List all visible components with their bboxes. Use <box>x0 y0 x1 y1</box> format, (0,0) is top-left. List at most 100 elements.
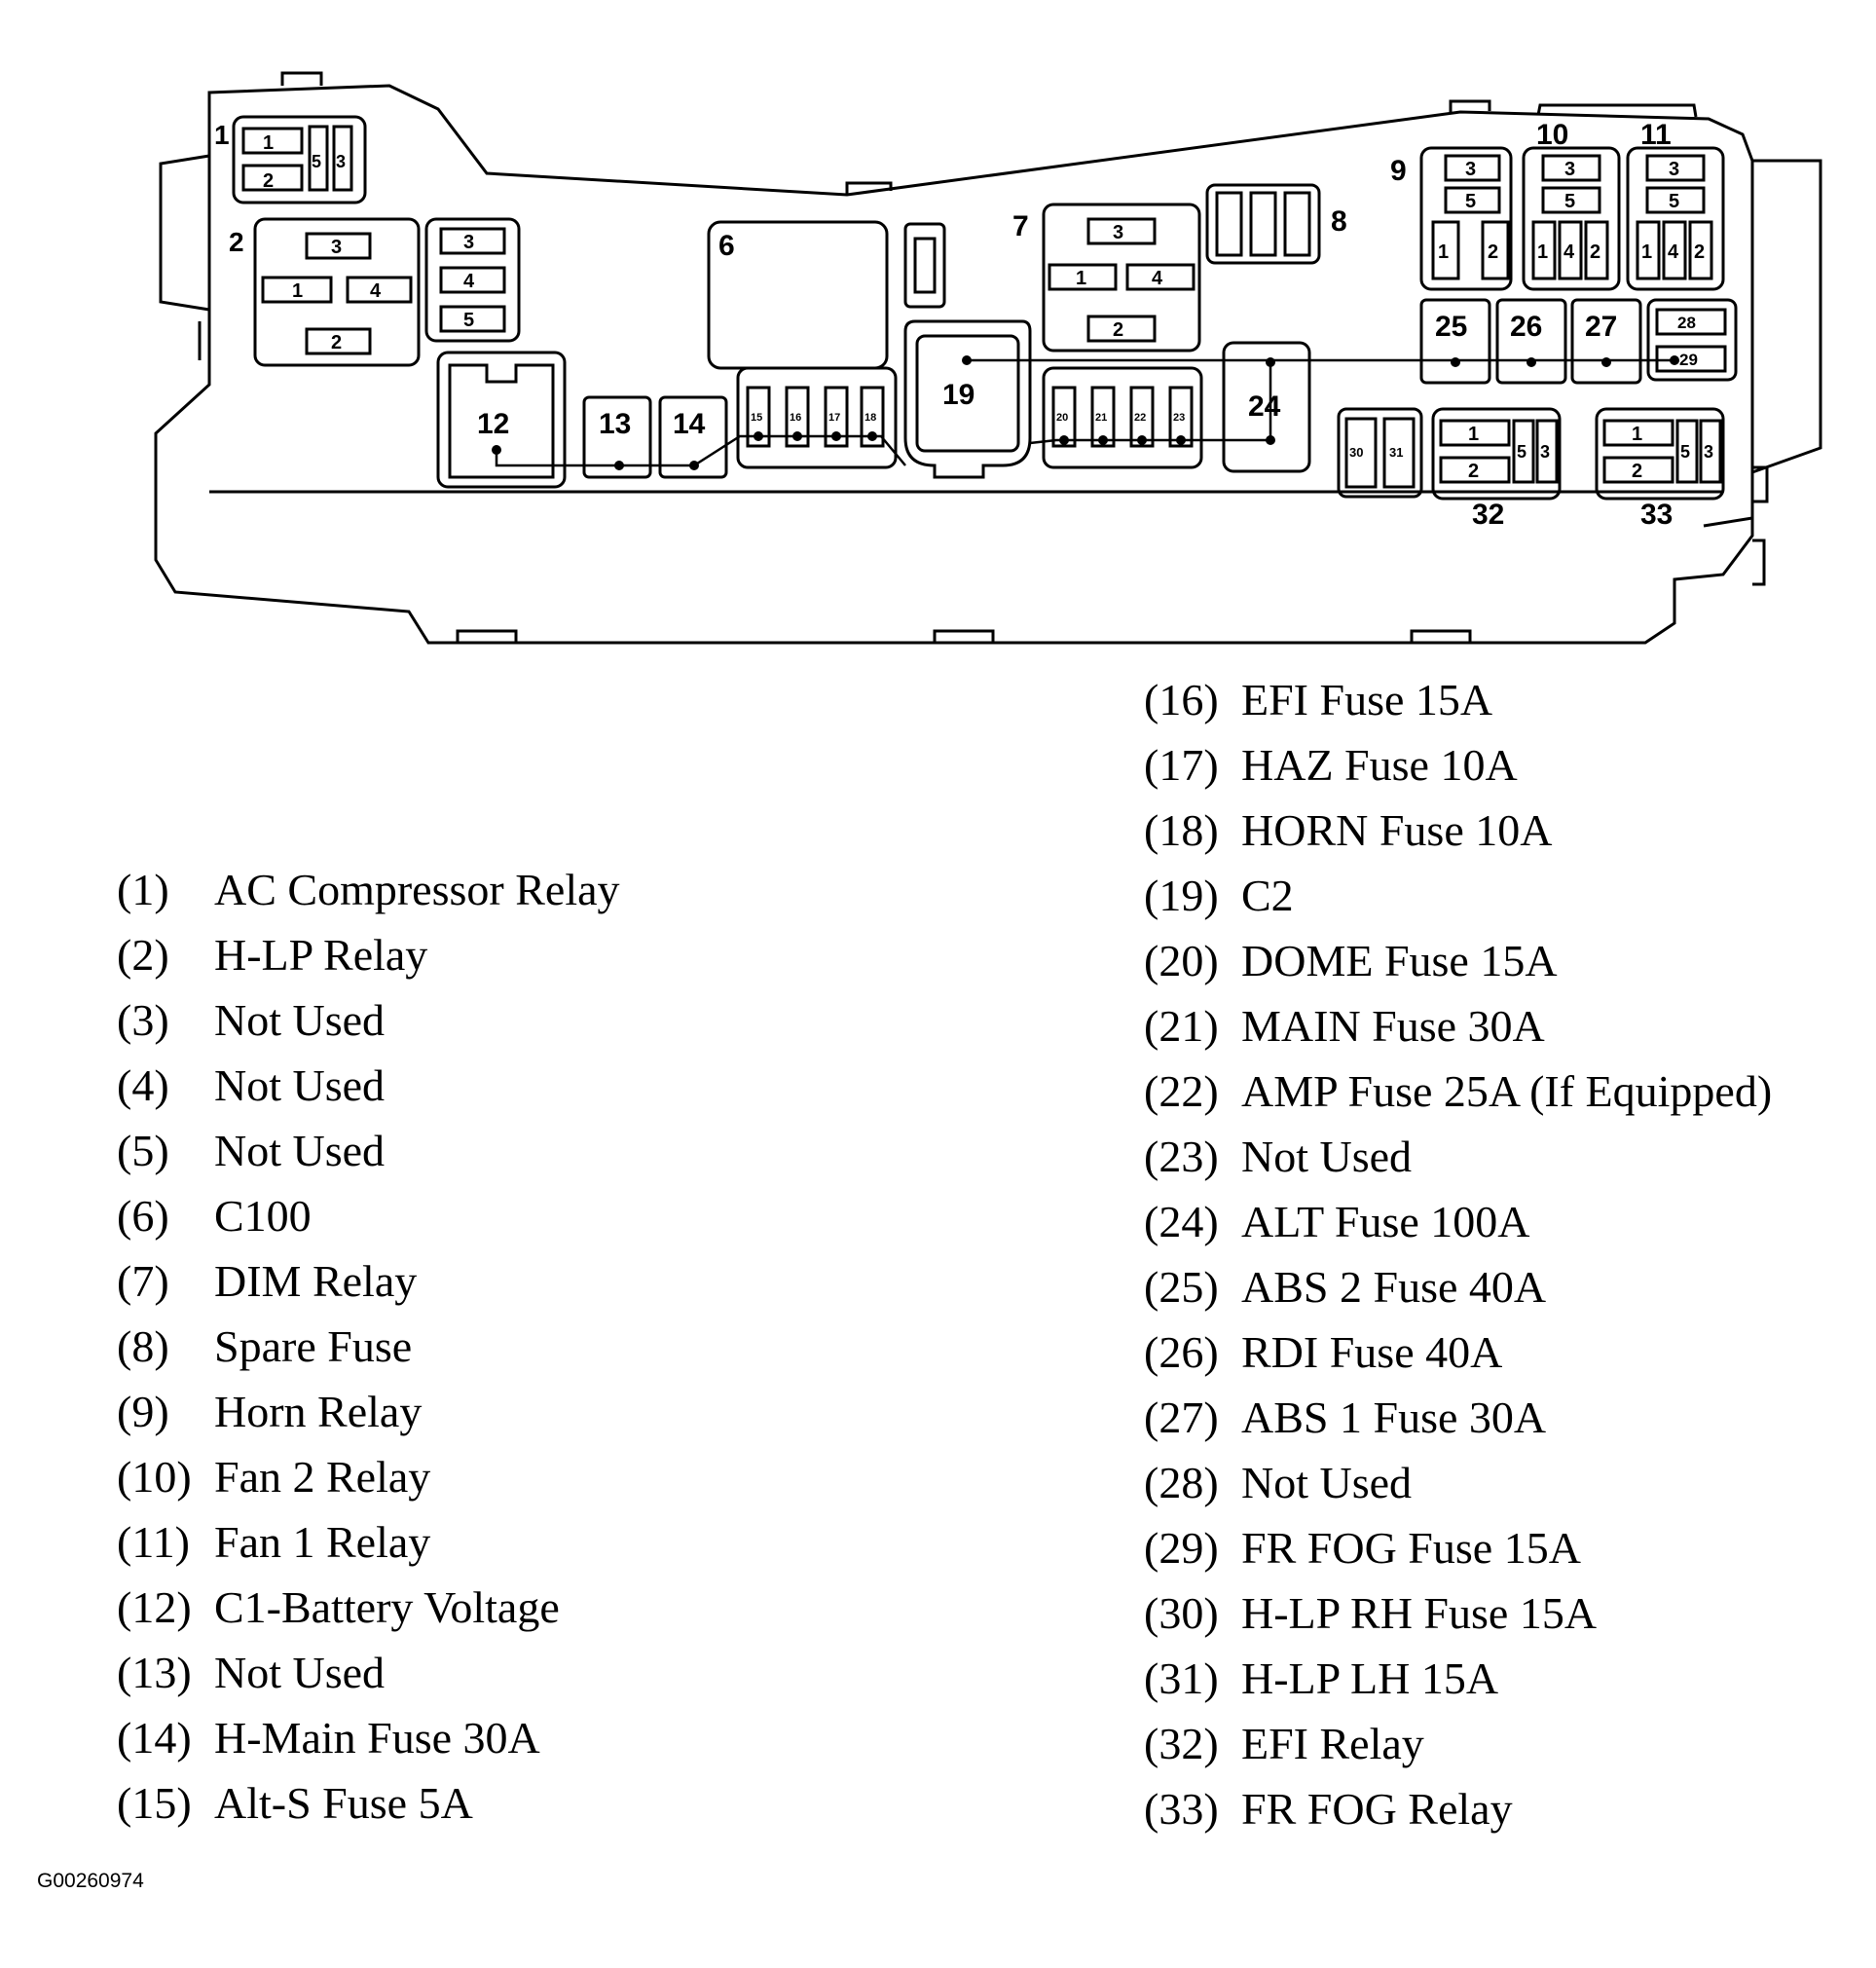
legend-number: (6) <box>117 1191 169 1241</box>
svg-text:2: 2 <box>1113 319 1123 341</box>
legend-label: EFI Relay <box>1241 1719 1424 1768</box>
legend-number: (16) <box>1144 675 1219 724</box>
legend-item: (33)FR FOG Relay <box>1144 1776 1772 1841</box>
svg-text:2: 2 <box>1632 461 1642 482</box>
legend-item: (11)Fan 1 Relay <box>117 1509 620 1575</box>
small-fuse-slot <box>903 222 946 309</box>
legend-number: (9) <box>117 1387 169 1436</box>
legend-label: FR FOG Relay <box>1241 1784 1513 1834</box>
legend-label: C2 <box>1241 871 1294 920</box>
legend-number: (14) <box>117 1713 192 1763</box>
svg-text:5: 5 <box>1564 191 1575 212</box>
fuse-24 <box>1222 341 1311 473</box>
legend-item: (19)C2 <box>1144 863 1772 928</box>
fuse-box-housing <box>154 71 1822 645</box>
svg-text:3: 3 <box>463 232 474 253</box>
label-25: 25 <box>1435 311 1467 343</box>
legend-item: (25) ABS 2 Fuse 40A <box>1144 1254 1772 1319</box>
legend-number: (18) <box>1144 805 1219 855</box>
fuse-3-4-5 <box>424 217 521 343</box>
legend-number: (5) <box>117 1126 169 1175</box>
legend-item: (2)H-LP Relay <box>117 922 620 987</box>
legend-left: (1)AC Compressor Relay(2)H-LP Relay(3)No… <box>117 857 620 1836</box>
legend-label: HAZ Fuse 10A <box>1241 740 1518 790</box>
svg-text:1: 1 <box>1076 268 1086 289</box>
legend-label: H-LP LH 15A <box>1241 1653 1499 1703</box>
legend-item: (27) ABS 1 Fuse 30A <box>1144 1385 1772 1450</box>
connector-19 <box>903 319 1032 479</box>
legend-item: (10)Fan 2 Relay <box>117 1444 620 1509</box>
legend-label: H-LP Relay <box>214 930 428 980</box>
svg-text:15: 15 <box>751 412 762 424</box>
fuse-14 <box>658 395 728 479</box>
label-2: 2 <box>229 227 244 257</box>
spare-fuse-8 <box>1205 183 1321 265</box>
legend-item: (5)Not Used <box>117 1118 620 1183</box>
legend-number: (30) <box>1144 1588 1219 1638</box>
legend-item: (16) EFI Fuse 15A <box>1144 667 1772 732</box>
legend-item: (26) RDI Fuse 40A <box>1144 1319 1772 1385</box>
legend-number: (13) <box>117 1648 192 1697</box>
label-19: 19 <box>942 379 975 411</box>
legend-number: (27) <box>1144 1392 1219 1442</box>
legend-item: (14) H-Main Fuse 30A <box>117 1705 620 1770</box>
legend-item: (6) C100 <box>117 1183 620 1248</box>
label-11: 11 <box>1640 119 1672 151</box>
legend-item: (24)ALT Fuse 100A <box>1144 1189 1772 1254</box>
legend-label: HORN Fuse 10A <box>1241 805 1553 855</box>
legend-number: (26) <box>1144 1327 1219 1377</box>
legend-label: C100 <box>214 1191 312 1241</box>
fuse-25 <box>1419 298 1491 385</box>
svg-text:1: 1 <box>1632 424 1642 445</box>
label-24: 24 <box>1248 390 1281 423</box>
legend-number: (15) <box>117 1778 192 1828</box>
legend-item: (22)AMP Fuse 25A (If Equipped) <box>1144 1058 1772 1124</box>
svg-text:2: 2 <box>331 332 342 353</box>
legend-label: Fan 1 Relay <box>214 1517 431 1567</box>
label-9: 9 <box>1390 155 1407 187</box>
legend-item: (13)Not Used <box>117 1640 620 1705</box>
legend-label: Not Used <box>214 995 386 1045</box>
svg-text:2: 2 <box>263 170 274 192</box>
legend-item: (8)Spare Fuse <box>117 1314 620 1379</box>
legend-number: (31) <box>1144 1653 1219 1703</box>
legend-number: (4) <box>117 1060 169 1110</box>
svg-text:2: 2 <box>1488 241 1498 263</box>
svg-text:16: 16 <box>790 412 801 424</box>
svg-text:1: 1 <box>1641 241 1652 263</box>
svg-text:2: 2 <box>1468 461 1479 482</box>
svg-text:4: 4 <box>1152 268 1163 289</box>
relay-33 <box>1595 407 1725 501</box>
legend-label: AC Compressor Relay <box>214 865 620 914</box>
legend-number: (25) <box>1144 1262 1219 1312</box>
legend-item: (20)DOME Fuse 15A <box>1144 928 1772 993</box>
svg-text:3: 3 <box>336 152 346 171</box>
legend-number: (3) <box>117 995 169 1045</box>
svg-text:28: 28 <box>1677 314 1696 332</box>
legend-label: ABS 2 Fuse 40A <box>1241 1262 1547 1312</box>
label-8: 8 <box>1331 205 1347 238</box>
relay-9 <box>1419 146 1513 291</box>
fuse-block-20-23 <box>1042 366 1203 469</box>
svg-text:23: 23 <box>1173 412 1185 424</box>
legend-item: (3) Not Used <box>117 987 620 1053</box>
relay-1 <box>232 115 367 204</box>
legend-label: H-Main Fuse 30A <box>214 1713 540 1763</box>
legend-label: ABS 1 Fuse 30A <box>1241 1392 1547 1442</box>
svg-text:2: 2 <box>1590 241 1600 263</box>
legend-label: EFI Fuse 15A <box>1241 675 1493 724</box>
label-27: 27 <box>1585 311 1617 343</box>
relay-7 <box>1042 203 1201 353</box>
legend-item: (4)Not Used <box>117 1053 620 1118</box>
legend-label: RDI Fuse 40A <box>1241 1327 1503 1377</box>
svg-text:4: 4 <box>370 280 382 302</box>
svg-text:1: 1 <box>1537 241 1548 263</box>
svg-text:5: 5 <box>1465 191 1476 212</box>
legend-item: (7)DIM Relay <box>117 1248 620 1314</box>
label-1: 1 <box>214 120 230 150</box>
figure-id: G00260974 <box>37 1870 144 1892</box>
legend-item: (15)Alt-S Fuse 5A <box>117 1770 620 1836</box>
label-33: 33 <box>1640 499 1673 531</box>
legend-label: DIM Relay <box>214 1256 418 1306</box>
fuse-27 <box>1570 298 1642 385</box>
